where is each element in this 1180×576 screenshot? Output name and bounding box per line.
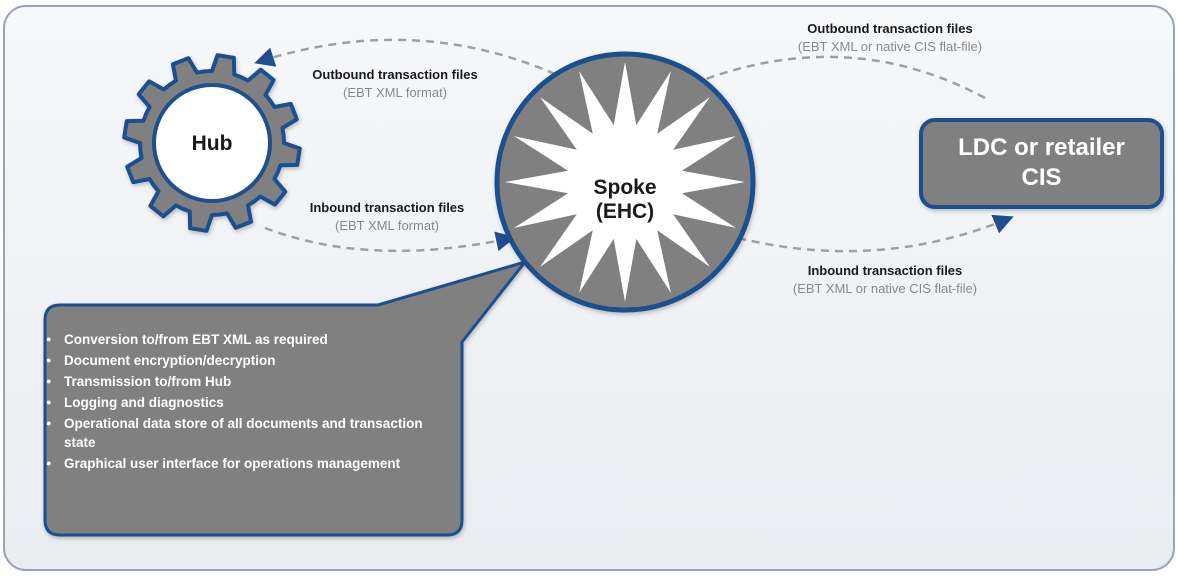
cis-inbound-subtitle: (EBT XML or native CIS flat-file): [792, 281, 978, 296]
cis-box: [919, 118, 1164, 209]
spoke-label-line2: (EHC): [595, 200, 655, 223]
cis-outbound-title: Outbound transaction files: [807, 21, 973, 36]
hub-outbound-subtitle: (EBT XML format): [342, 85, 448, 100]
feature-item: Conversion to/from EBT XML as required: [46, 330, 456, 349]
feature-item: Graphical user interface for operations …: [46, 454, 404, 473]
arrow-hub-inbound: [264, 226, 516, 253]
arrow-cis-inbound: [737, 214, 1014, 253]
hub-inbound-title: Inbound transaction files: [309, 200, 465, 215]
feature-item: Operational data store of all documents …: [46, 414, 424, 452]
hub-label: Hub: [191, 132, 233, 155]
feature-item: Document encryption/decryption: [46, 351, 456, 370]
cis-outbound-subtitle: (EBT XML or native CIS flat-file): [797, 39, 983, 54]
arrow-hub-outbound: [254, 38, 569, 82]
cis-label-line2: CIS: [1021, 164, 1062, 191]
cis-label-line1: LDC or retailer: [958, 134, 1125, 161]
hub-circle: [152, 83, 272, 203]
spoke-label-line1: Spoke: [593, 176, 657, 199]
feature-item: Logging and diagnostics: [46, 393, 456, 412]
feature-list: Conversion to/from EBT XML as required D…: [46, 330, 456, 475]
hub-outbound-title: Outbound transaction files: [312, 67, 478, 82]
hub-inbound-subtitle: (EBT XML format): [334, 218, 440, 233]
arrow-cis-outbound: [674, 55, 986, 100]
spoke-star-icon: [505, 62, 745, 302]
feature-item: Transmission to/from Hub: [46, 372, 456, 391]
cis-inbound-title: Inbound transaction files: [807, 263, 963, 278]
